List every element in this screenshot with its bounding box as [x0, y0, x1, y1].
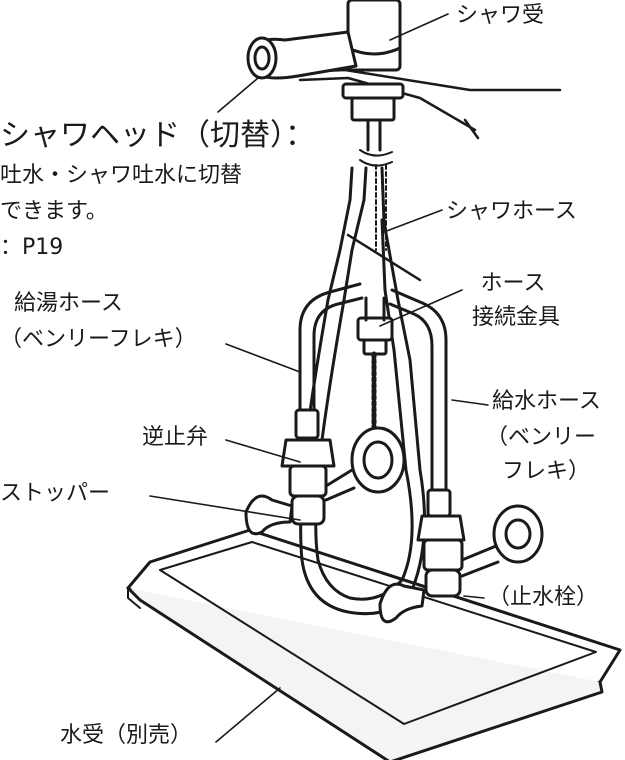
- shower-head: [246, 30, 358, 80]
- label-cold-water-hose-line1: 給水ホース: [492, 389, 601, 414]
- label-shower-head: シャワヘッド（切替）：: [0, 118, 315, 153]
- label-cold-water-hose-line3: フレキ）: [502, 459, 591, 484]
- label-shower-head-ref: ：P19: [0, 235, 64, 260]
- mounting-deck: [298, 68, 562, 140]
- label-hose-connector-line2: 接続金具: [471, 305, 560, 330]
- drip-tray: [126, 528, 622, 760]
- shower-hose: [299, 118, 426, 616]
- cold-water-hose: [388, 288, 452, 518]
- hose-connector: [356, 296, 394, 443]
- label-hot-water-hose-line1: 給湯ホース: [14, 291, 123, 316]
- label-shower-receiver: シャワ受: [456, 3, 545, 28]
- label-hot-water-hose-line2: （ベンリーフレキ）: [0, 327, 197, 352]
- label-shower-hose: シャワホース: [446, 199, 577, 224]
- label-stop-valve: （止水栓）: [488, 585, 599, 610]
- label-stopper: ストッパー: [0, 481, 111, 506]
- label-check-valve: 逆止弁: [142, 425, 209, 450]
- leader-lines: [149, 13, 489, 743]
- label-drip-tray: 水受（別売）: [60, 723, 193, 748]
- label-cold-water-hose-line2: （ベンリー: [486, 425, 597, 450]
- shower-receiver-holder: [341, 0, 405, 122]
- label-hose-connector-line1: ホース: [480, 271, 546, 296]
- label-shower-head-desc2: できます。: [0, 199, 108, 224]
- label-shower-head-desc1: 吐水・シャワ吐水に切替: [0, 163, 243, 188]
- hot-water-hose: [294, 282, 364, 440]
- hose-braid-upper: [375, 164, 387, 251]
- left-valve-assembly: [244, 426, 406, 536]
- right-valve-assembly: [378, 504, 544, 624]
